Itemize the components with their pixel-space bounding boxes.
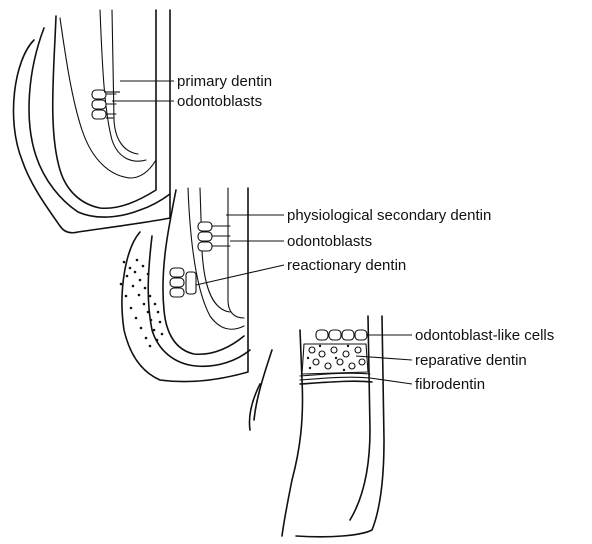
label-odontoblasts-2: odontoblasts (287, 233, 372, 250)
tooth-outline-1 (13, 10, 170, 233)
stippled-tissue (120, 259, 164, 348)
label-odontoblasts-1: odontoblasts (177, 93, 262, 110)
panel-reparative-dentin: odontoblast-like cells reparative dentin… (249, 316, 554, 537)
label-reactionary-dentin: reactionary dentin (287, 257, 406, 274)
label-reparative-dentin: reparative dentin (415, 352, 527, 369)
odontoblast-like-cells-3 (316, 330, 367, 340)
label-physiological-secondary-dentin: physiological secondary dentin (287, 207, 491, 224)
label-fibrodentin: fibrodentin (415, 376, 485, 393)
label-primary-dentin: primary dentin (177, 73, 272, 90)
leader-fibrodentin (370, 378, 412, 384)
odontoblast-cells-2 (198, 222, 230, 251)
odontoblast-cells-1 (92, 90, 120, 119)
leader-reactionary-dentin (196, 265, 284, 285)
reparative-dentin-mass (302, 344, 368, 374)
tooth-outline-3 (249, 316, 384, 537)
label-odontoblast-like-cells: odontoblast-like cells (415, 327, 554, 344)
panel-primary-dentin: primary dentin odontoblasts (13, 10, 272, 233)
odontoblast-cells-reactionary (170, 268, 196, 297)
